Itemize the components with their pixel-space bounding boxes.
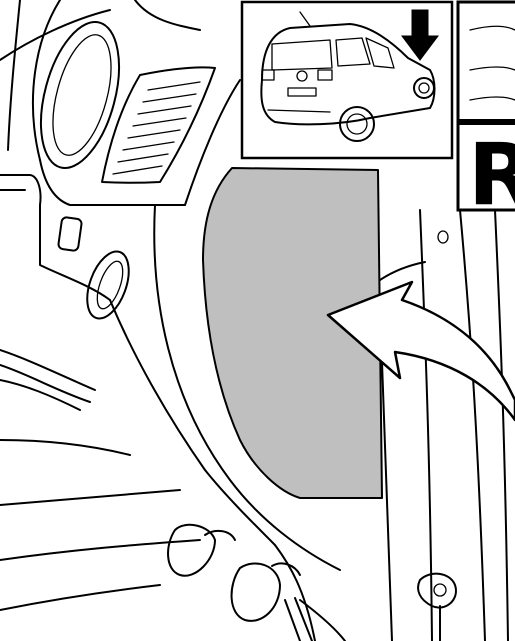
pedals — [168, 525, 312, 641]
badge-letter: R — [468, 125, 515, 225]
reference-badge: R — [458, 2, 515, 225]
vehicle-inset — [242, 2, 452, 158]
dashboard-knob — [58, 217, 137, 324]
door-frame — [375, 170, 508, 641]
